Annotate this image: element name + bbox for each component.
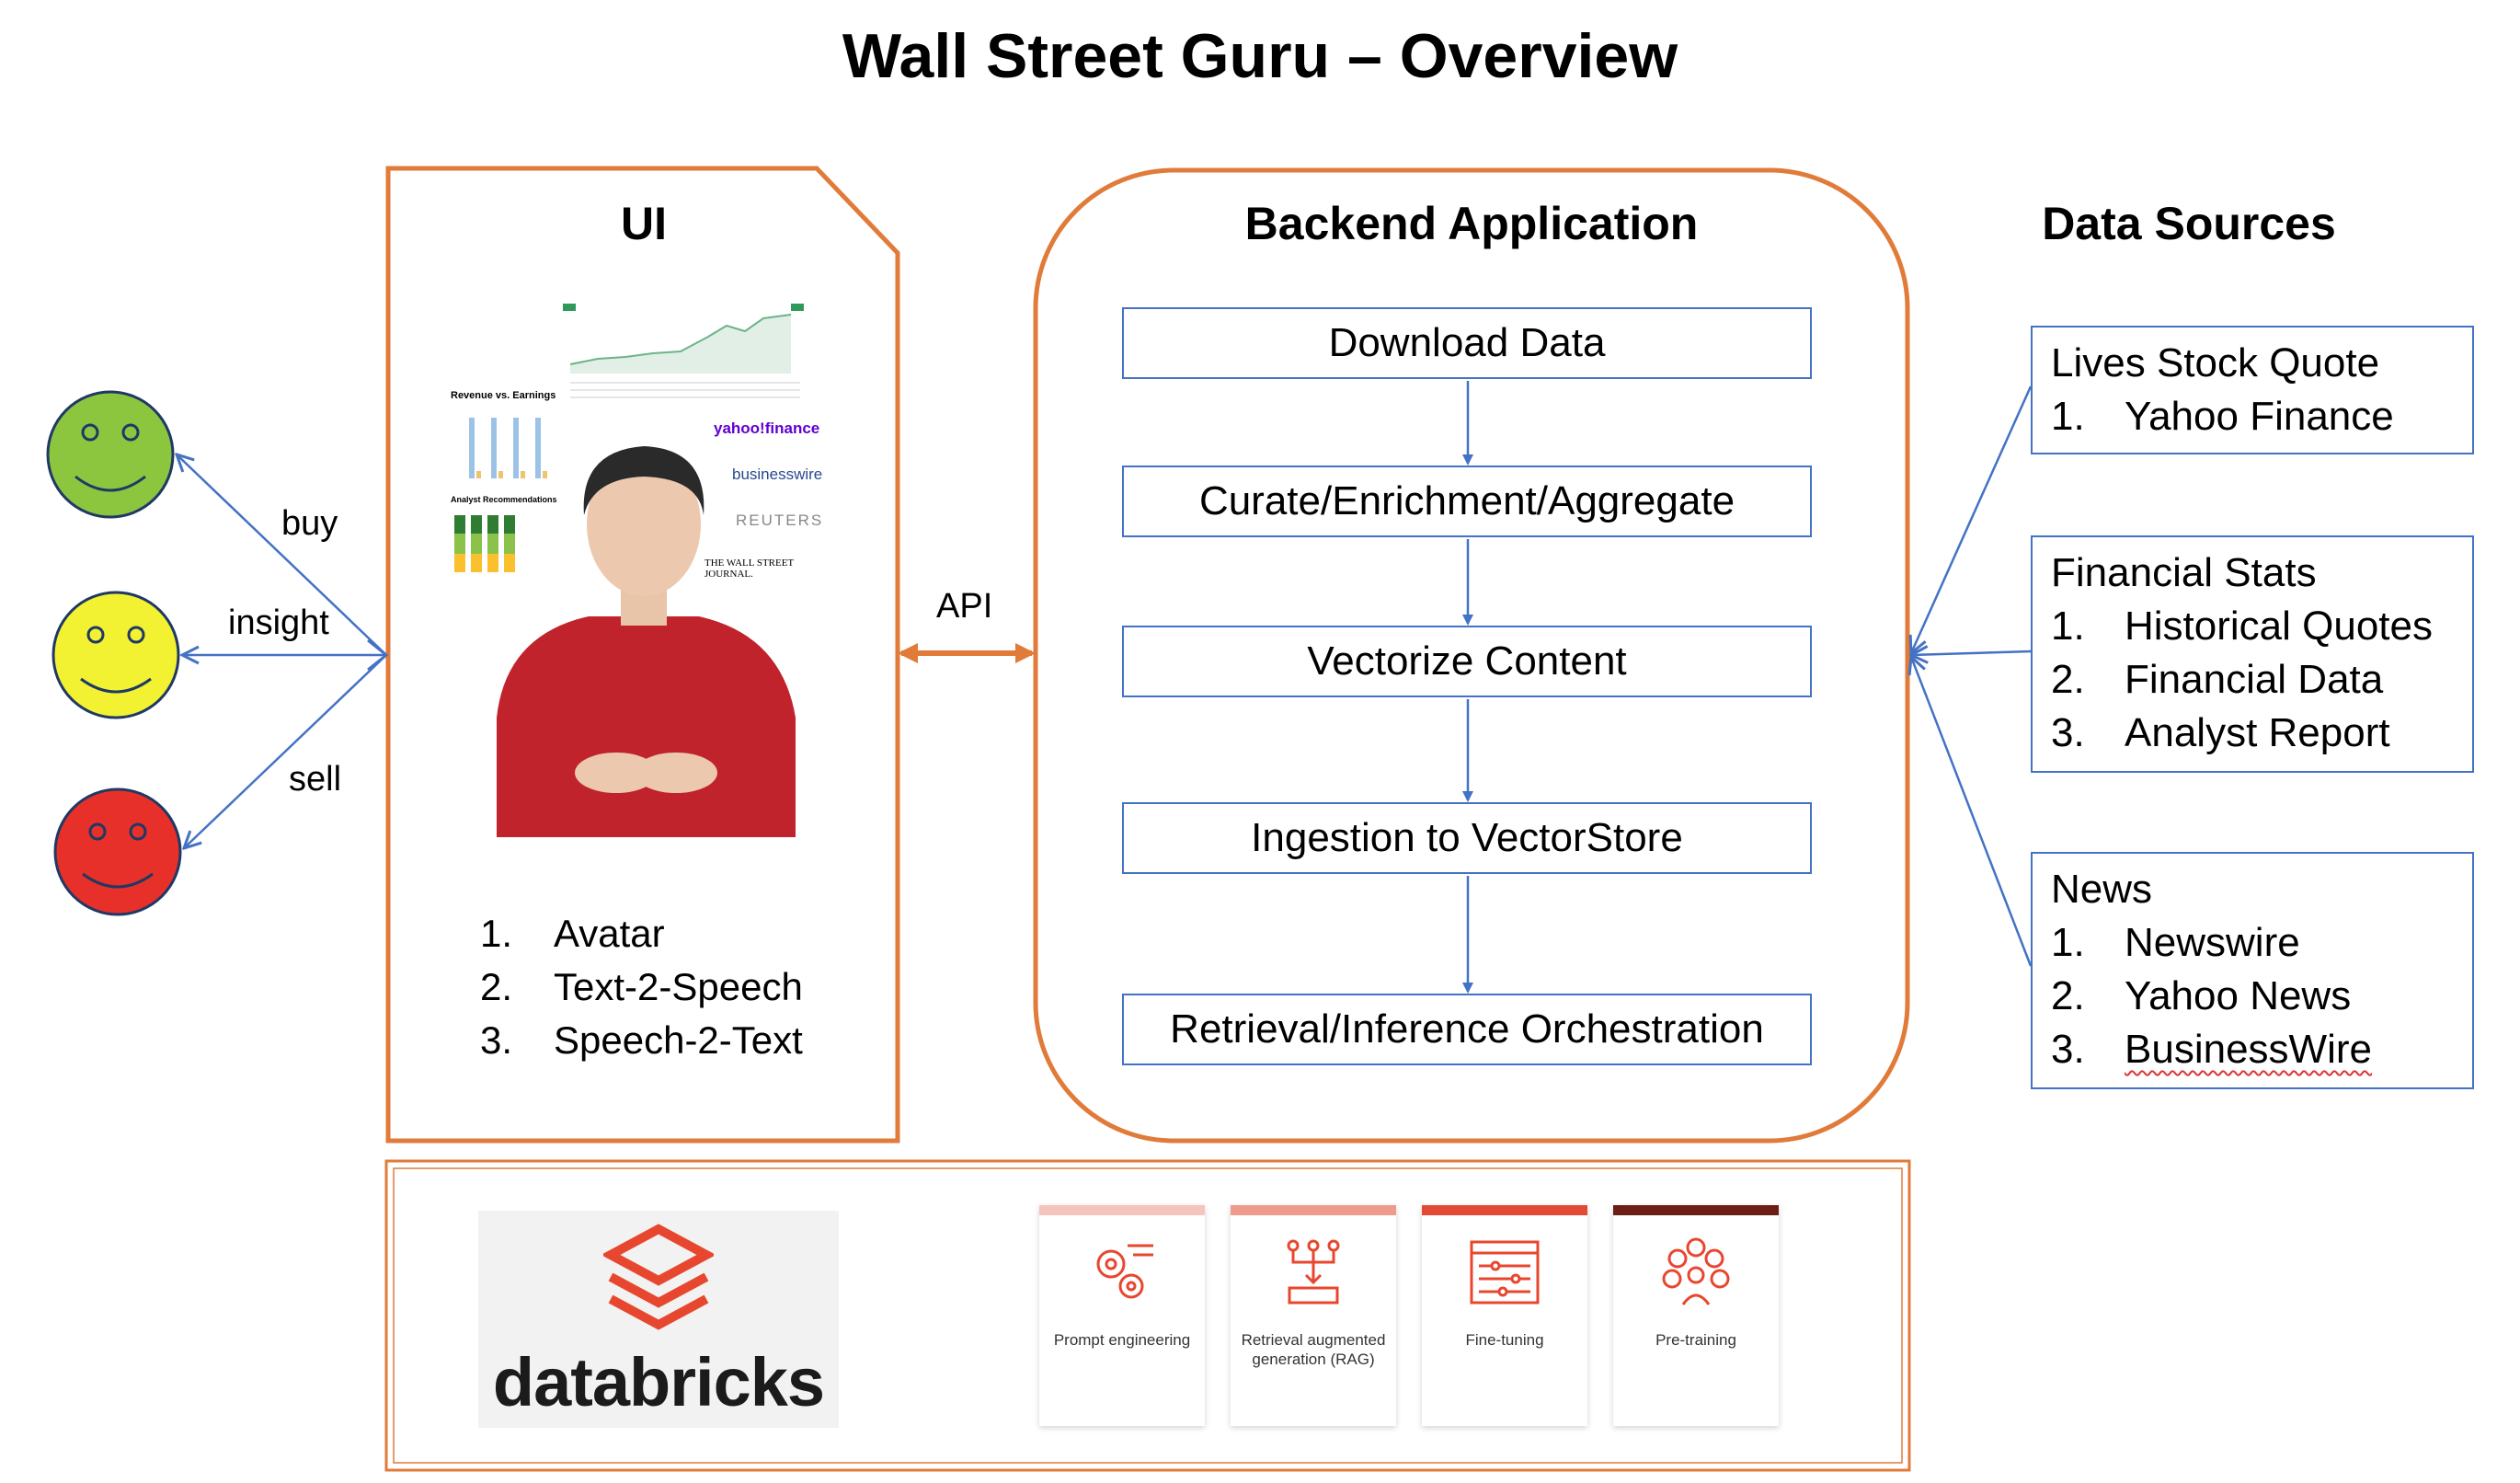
databricks-layers-icon <box>603 1224 714 1330</box>
databricks-wordmark: databricks <box>492 1344 825 1420</box>
platform-frame-outer <box>384 1159 1911 1472</box>
gears-icon <box>1096 1244 1153 1299</box>
buy-label: buy <box>281 504 338 543</box>
tile-prompt-engineering: Prompt engineering <box>1039 1205 1205 1426</box>
tile-bar <box>1613 1205 1779 1215</box>
ui-feature-tts: 2.Text-2-Speech <box>480 965 803 1008</box>
buy-smiley-icon <box>46 390 175 519</box>
tile-label: Retrieval augmented generation (RAG) <box>1241 1331 1386 1368</box>
source-title: Financial Stats <box>2051 550 2317 595</box>
revenue-chart-title: Revenue vs. Earnings <box>451 390 556 401</box>
ui-feature-avatar: 1.Avatar <box>480 912 665 955</box>
source-item: 1.Newswire <box>2051 920 2300 965</box>
source-title: Lives Stock Quote <box>2051 340 2380 385</box>
insight-label: insight <box>228 604 329 642</box>
revenue-bars-thumbnail <box>451 405 570 488</box>
yahoo-finance-logo: yahoo!finance <box>714 420 820 437</box>
step-retrieval: Retrieval/Inference Orchestration <box>1122 994 1812 1065</box>
tile-rag: Retrieval augmented generation (RAG) <box>1231 1205 1396 1426</box>
step-ingestion-label: Ingestion to VectorStore <box>1251 815 1683 860</box>
step-ingestion: Ingestion to VectorStore <box>1122 802 1812 874</box>
step-download-data: Download Data <box>1122 307 1812 379</box>
data-sources-heading: Data Sources <box>2042 198 2336 249</box>
tile-fine-tuning: Fine-tuning <box>1422 1205 1587 1426</box>
source-item: 2.Financial Data <box>2051 657 2384 702</box>
diagram-title: Wall Street Guru – Overview <box>842 21 1678 91</box>
platform-frame-inner <box>393 1167 1903 1464</box>
ui-screenshot: Revenue vs. Earnings Analyst Recommendat… <box>451 294 837 837</box>
source-item: 3.BusinessWire <box>2051 1027 2372 1072</box>
insight-smiley-icon <box>52 591 180 719</box>
backend-panel-frame <box>1033 167 1910 1144</box>
ui-panel-frame <box>385 166 900 1144</box>
api-label: API <box>936 587 993 626</box>
tile-label: Prompt engineering <box>1053 1331 1191 1349</box>
ui-heading: UI <box>621 198 667 249</box>
sell-label: sell <box>289 760 342 799</box>
tile-bar <box>1422 1205 1587 1215</box>
databricks-logo: databricks <box>478 1211 839 1428</box>
ui-feature-list: 1.Avatar 2.Text-2-Speech 3.Speech-2-Text <box>480 907 803 1067</box>
ui-feature-stt: 3.Speech-2-Text <box>480 1018 803 1062</box>
source-live-quote: Lives Stock Quote 1.Yahoo Finance <box>2031 326 2474 454</box>
source-financial-stats: Financial Stats 1.Historical Quotes 2.Fi… <box>2031 535 2474 773</box>
tile-label: Fine-tuning <box>1465 1331 1544 1349</box>
stock-chart-thumbnail <box>561 300 809 401</box>
analyst-bars-thumbnail <box>451 508 561 581</box>
tile-pre-training: Pre-training <box>1613 1205 1779 1426</box>
tile-bar <box>1039 1205 1205 1215</box>
analyst-chart-title: Analyst Recommendations <box>451 495 557 504</box>
wsj-logo: THE WALL STREET JOURNAL. <box>704 558 794 580</box>
step-vectorize: Vectorize Content <box>1122 626 1812 697</box>
source-title: News <box>2051 867 2153 912</box>
source-item: 2.Yahoo News <box>2051 973 2352 1018</box>
retrieval-icon <box>1287 1239 1340 1305</box>
brain-icon <box>1662 1237 1730 1305</box>
source-news: News 1.Newswire 2.Yahoo News 3.BusinessW… <box>2031 852 2474 1089</box>
backend-heading: Backend Application <box>1244 198 1699 249</box>
sliders-icon <box>1470 1240 1540 1305</box>
avatar-icon <box>497 446 796 837</box>
tile-label: Pre-training <box>1655 1331 1736 1349</box>
reuters-logo: REUTERS <box>736 512 824 529</box>
sell-smiley-icon <box>53 787 182 916</box>
source-item: 1.Yahoo Finance <box>2051 394 2394 439</box>
source-item: 1.Historical Quotes <box>2051 604 2434 649</box>
source-item: 3.Analyst Report <box>2051 710 2390 755</box>
businesswire-logo: businesswire <box>732 466 823 483</box>
tile-bar <box>1231 1205 1396 1215</box>
step-curate-enrich: Curate/Enrichment/Aggregate <box>1122 466 1812 537</box>
